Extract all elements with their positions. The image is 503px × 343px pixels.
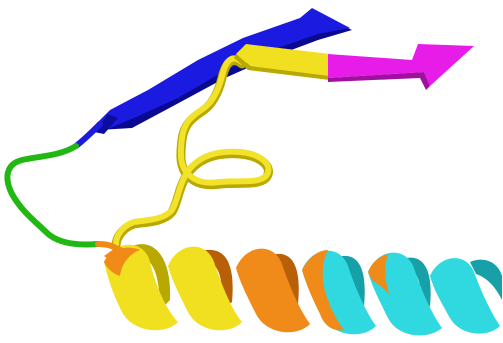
blue-tube-start xyxy=(76,124,100,146)
alpha-helix xyxy=(104,244,502,335)
green-loop xyxy=(7,124,118,250)
lower-beta-strand xyxy=(234,44,474,90)
helix-front-turn-3 xyxy=(236,249,310,333)
green-loop-tube xyxy=(7,146,98,245)
